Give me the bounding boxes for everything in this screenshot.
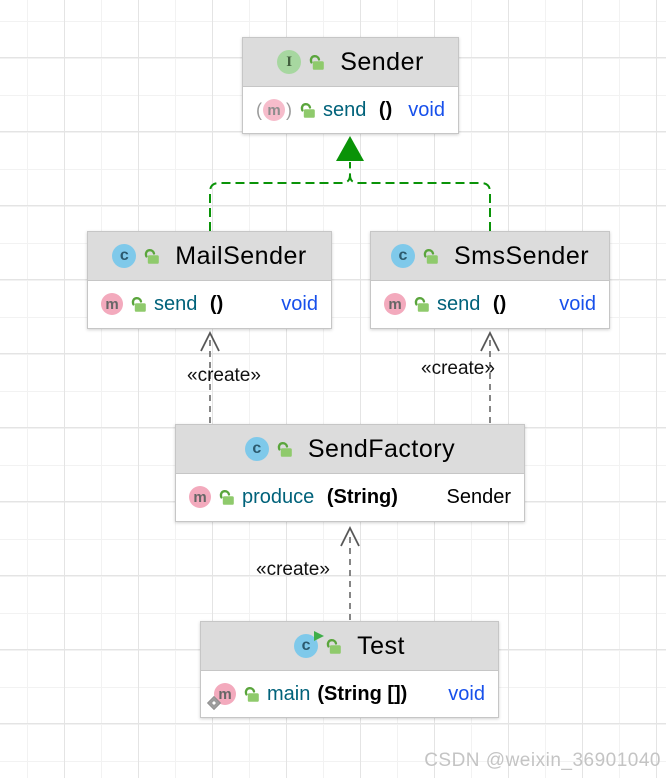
realization-arrowhead: [336, 136, 364, 161]
method-name: main: [267, 682, 311, 705]
static-method-icon: m: [206, 683, 236, 711]
run-overlay-icon: [314, 631, 325, 641]
public-lock-icon: [300, 102, 315, 118]
public-lock-icon: [423, 248, 438, 264]
class-name: Sender: [340, 47, 424, 76]
class-name: Test: [357, 631, 405, 660]
method-params: (String []): [317, 682, 408, 705]
create-edge-factory-to-mailsender[interactable]: [200, 330, 220, 423]
method-row[interactable]: m main (String []) void: [201, 671, 498, 717]
public-lock-icon: [244, 686, 259, 702]
class-header: c SendFactory: [176, 425, 524, 474]
public-lock-icon: [219, 489, 234, 505]
class-icon: c: [244, 437, 269, 461]
method-row[interactable]: m send () void: [88, 281, 331, 327]
public-lock-icon: [145, 248, 160, 264]
class-name: MailSender: [175, 241, 307, 270]
class-name: SendFactory: [307, 434, 456, 463]
method-row[interactable]: m send () void: [243, 87, 458, 133]
method-name: send: [437, 292, 481, 315]
class-header: c SmsSender: [371, 232, 609, 281]
method-icon: m: [384, 293, 406, 315]
method-params: (): [373, 98, 393, 121]
create-edge-test-to-factory[interactable]: [340, 525, 360, 620]
interface-icon: I: [277, 50, 302, 74]
method-row[interactable]: m send () void: [371, 281, 609, 327]
method-return-type: void: [281, 292, 318, 315]
method-return-type: void: [559, 292, 596, 315]
method-params: (): [487, 292, 507, 315]
class-box-mailsender[interactable]: c MailSender m send () void: [87, 231, 332, 329]
method-icon: m: [189, 486, 211, 508]
method-name: produce: [242, 485, 315, 508]
method-row[interactable]: m produce (String) Sender: [176, 474, 524, 520]
public-lock-icon: [131, 296, 146, 312]
csdn-watermark: CSDN @weixin_36901040: [424, 750, 661, 771]
class-box-sendfactory[interactable]: c SendFactory m produce (String) Sender: [175, 424, 525, 522]
public-lock-icon: [309, 54, 324, 70]
method-name: send: [154, 292, 198, 315]
method-params: (String): [321, 485, 398, 508]
class-box-sender[interactable]: I Sender m send () void: [242, 37, 459, 134]
public-lock-icon: [414, 296, 429, 312]
class-icon: c: [112, 244, 137, 268]
runnable-class-icon: c: [294, 631, 325, 658]
create-label-right: «create»: [421, 358, 495, 379]
create-label-left: «create»: [187, 365, 261, 386]
abstract-method-icon: m: [256, 99, 292, 121]
class-header: c MailSender: [88, 232, 331, 281]
create-label-bottom: «create»: [256, 559, 330, 580]
public-lock-icon: [326, 638, 341, 654]
method-name: send: [323, 98, 367, 121]
method-return-type: void: [408, 98, 445, 121]
create-edge-factory-to-smssender[interactable]: [480, 330, 500, 423]
method-icon: m: [101, 293, 123, 315]
class-icon: c: [390, 244, 415, 268]
method-return-type: Sender: [446, 485, 512, 508]
public-lock-icon: [277, 441, 292, 457]
class-box-test[interactable]: c Test m main (String []) void: [200, 621, 499, 718]
class-header: I Sender: [243, 38, 458, 87]
method-params: (): [204, 292, 224, 315]
class-box-smssender[interactable]: c SmsSender m send () void: [370, 231, 610, 329]
class-header: c Test: [201, 622, 498, 671]
realization-edge-smssender-to-sender[interactable]: [349, 174, 491, 231]
realization-edge-mailsender-to-sender[interactable]: [209, 162, 351, 231]
method-return-type: void: [448, 682, 485, 705]
class-name: SmsSender: [453, 241, 590, 270]
